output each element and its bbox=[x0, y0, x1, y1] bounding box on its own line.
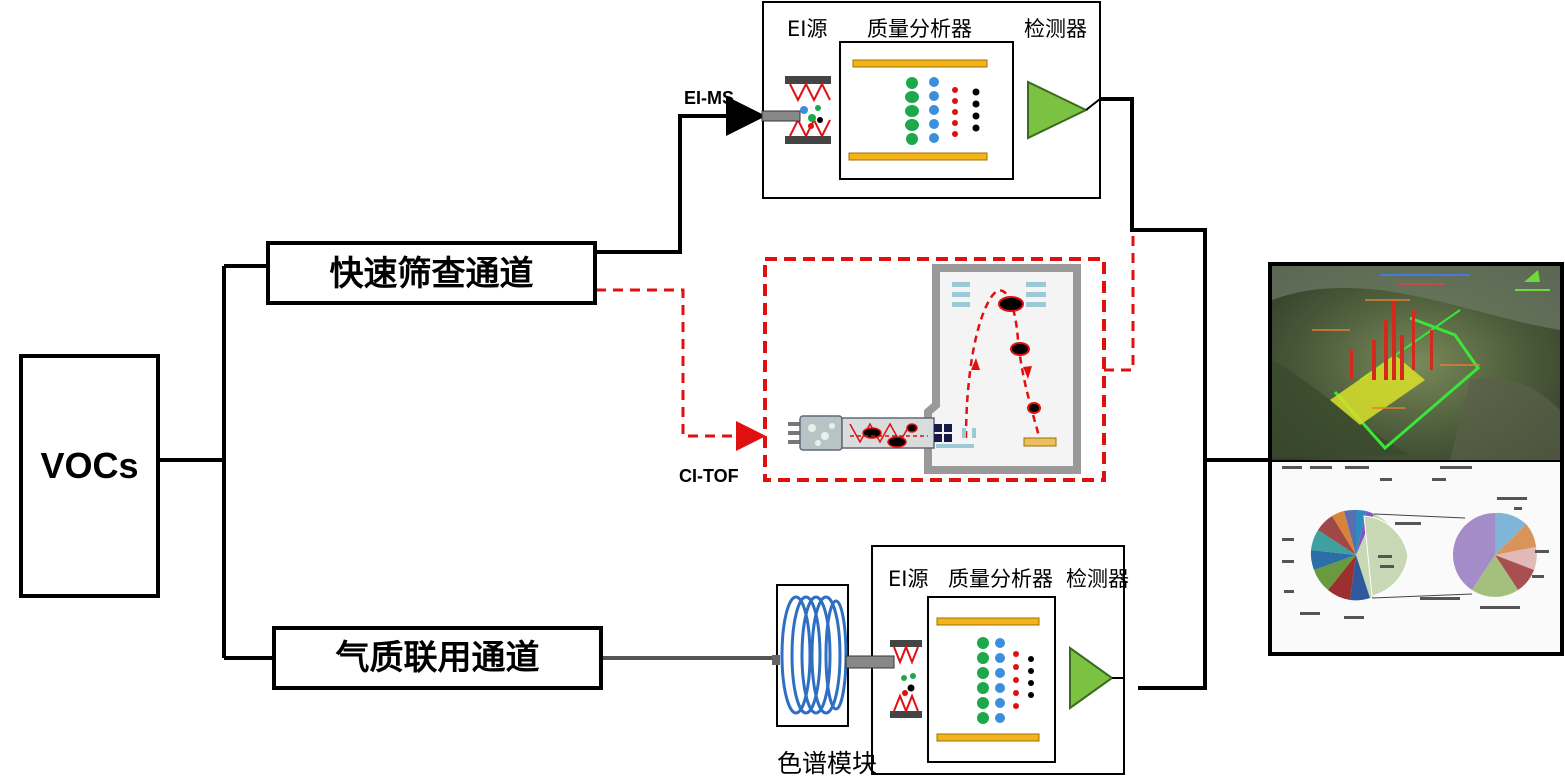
ci-tof-instrument bbox=[763, 257, 1106, 482]
ci-source-tube bbox=[788, 415, 976, 451]
results-panel bbox=[1268, 262, 1564, 656]
ei-source-icon bbox=[761, 76, 831, 144]
gc-ms-instrument bbox=[772, 545, 1125, 775]
gcms-ei-source-icon bbox=[890, 640, 922, 718]
vocs-box bbox=[19, 354, 160, 598]
gcms-channel-label: 气质联用通道 bbox=[335, 639, 540, 677]
gcms-detector-icon bbox=[1069, 646, 1114, 710]
ci-tof-path bbox=[596, 232, 1135, 451]
vocs-label: VOCs bbox=[40, 445, 139, 486]
tof-grids bbox=[952, 282, 1046, 307]
fast-channel-box bbox=[266, 241, 597, 305]
gcms-analyzer-label: 质量分析器 bbox=[948, 567, 1053, 591]
satellite-map-image bbox=[1272, 266, 1560, 460]
fast-channel-label: 快速筛查通道 bbox=[329, 255, 534, 293]
composition-pie-image bbox=[1272, 462, 1560, 652]
detector1-to-results-line bbox=[1100, 97, 1207, 690]
detector-label: 检测器 bbox=[1024, 17, 1087, 41]
gcms-ei-source-label: EI源 bbox=[888, 567, 929, 591]
gc-coil-icon bbox=[780, 595, 848, 715]
ei-ms-connection-label: EI-MS bbox=[684, 88, 735, 108]
gcms-channel-box bbox=[272, 626, 603, 690]
ion-cloud bbox=[905, 77, 980, 145]
analyzer-plate-top bbox=[852, 59, 988, 68]
ei-source-label: EI源 bbox=[787, 17, 828, 41]
chromatography-module-label: 色谱模块 bbox=[777, 749, 878, 778]
tof-flight-path bbox=[964, 289, 1042, 441]
ei-ms-instrument bbox=[761, 1, 1101, 199]
ci-tof-connection-label: CI-TOF bbox=[679, 466, 739, 486]
gcms-detector-label: 检测器 bbox=[1066, 567, 1129, 591]
analyzer-label: 质量分析器 bbox=[867, 17, 972, 41]
fast-to-eims-line bbox=[595, 96, 766, 254]
detector-icon bbox=[1027, 80, 1089, 140]
analyzer-plate-bottom bbox=[848, 152, 988, 161]
gcms-ion-cloud bbox=[977, 637, 1034, 724]
connector-lines bbox=[158, 96, 1270, 690]
